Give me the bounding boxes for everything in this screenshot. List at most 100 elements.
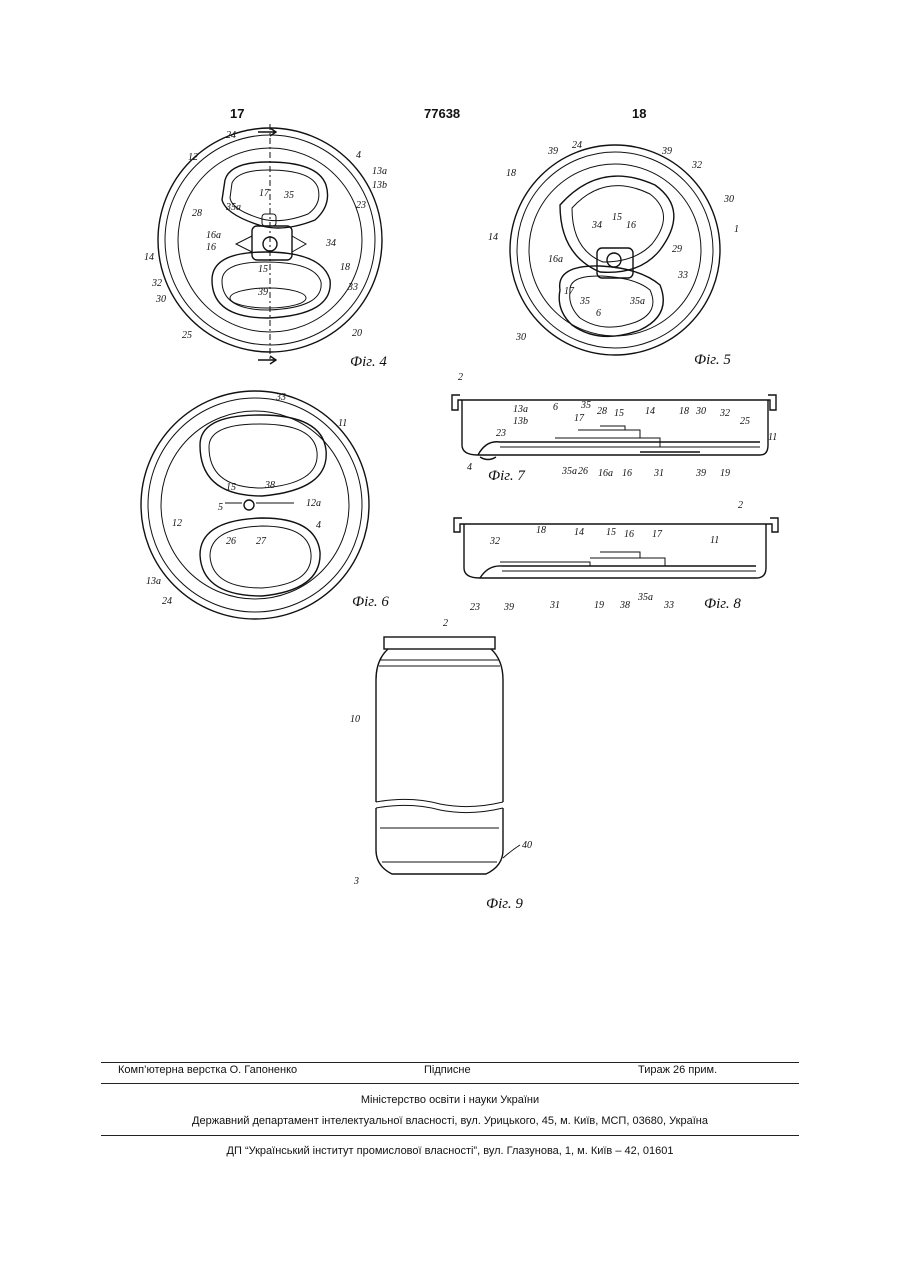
fig4-label: 20 bbox=[352, 328, 362, 339]
patent-drawings: 24 12 4 13а 13b 17 35 28 35а 23 16а 16 3… bbox=[0, 0, 901, 930]
fig5-label: 30 bbox=[723, 194, 734, 205]
fig8-label: 14 bbox=[574, 527, 584, 538]
fig5-label: 1 bbox=[734, 224, 739, 235]
fig6-label: 27 bbox=[256, 536, 267, 547]
fig7-label: 13b bbox=[513, 416, 528, 427]
fig6-label: 26 bbox=[226, 536, 236, 547]
fig7-label: 17 bbox=[574, 413, 585, 424]
fig7-label: 31 bbox=[653, 468, 664, 479]
fig7-label: 19 bbox=[720, 468, 730, 479]
fig8-caption: Фіг. 8 bbox=[704, 596, 741, 612]
fig5-label: 32 bbox=[691, 160, 702, 171]
ministry-line: Міністерство освіти і науки України bbox=[101, 1094, 799, 1106]
fig6-label: 5 bbox=[218, 502, 223, 513]
fig5-label: 35а bbox=[629, 296, 645, 307]
fig7-label: 23 bbox=[496, 428, 506, 439]
institute-line: ДП “Український інститут промислової вла… bbox=[101, 1145, 799, 1157]
fig8-label: 19 bbox=[594, 600, 604, 611]
fig5-label: 16а bbox=[548, 254, 563, 265]
fig4-label: 4 bbox=[356, 150, 361, 161]
fig5-label: 33 bbox=[677, 270, 688, 281]
fig4-label: 17 bbox=[259, 188, 270, 199]
fig6-caption: Фіг. 6 bbox=[352, 594, 389, 610]
fig5-label: 24 bbox=[572, 140, 582, 151]
fig4-caption: Фіг. 4 bbox=[350, 354, 387, 370]
figure-9 bbox=[376, 637, 520, 874]
fig5-label: 34 bbox=[591, 220, 602, 231]
fig7-label: 14 bbox=[645, 406, 655, 417]
fig4-label: 15 bbox=[258, 264, 268, 275]
fig9-label: 2 bbox=[443, 618, 448, 629]
fig4-label: 12 bbox=[188, 152, 198, 163]
fig6-label: 38 bbox=[264, 480, 275, 491]
fig4-label: 28 bbox=[192, 208, 202, 219]
fig4-label: 35а bbox=[225, 202, 241, 213]
fig4-label: 30 bbox=[155, 294, 166, 305]
typesetting-credit: Комп’ютерна верстка О. Гапоненко bbox=[118, 1064, 297, 1076]
fig5-label: 39 bbox=[661, 146, 672, 157]
fig4-label: 34 bbox=[325, 238, 336, 249]
fig7-caption: Фіг. 7 bbox=[488, 468, 526, 484]
figure-9-labels: 2 10 40 3 Фіг. 9 bbox=[350, 618, 532, 912]
fig9-label: 3 bbox=[353, 876, 359, 887]
fig6-label: 12а bbox=[306, 498, 321, 509]
fig5-label: 16 bbox=[626, 220, 636, 231]
fig5-label: 18 bbox=[506, 168, 516, 179]
fig9-caption: Фіг. 9 bbox=[486, 896, 523, 912]
fig7-label: 13а bbox=[513, 404, 528, 415]
fig7-label: 35а bbox=[561, 466, 577, 477]
fig7-label: 26 bbox=[578, 466, 588, 477]
figure-7-labels: 2 13а 13b 6 35 17 28 15 14 18 30 32 25 2… bbox=[458, 372, 777, 484]
fig9-label: 10 bbox=[350, 714, 360, 725]
figure-6-labels: 33 11 15 38 5 12а 12 26 27 4 13а 24 Фіг.… bbox=[146, 392, 389, 610]
fig7-label: 32 bbox=[719, 408, 730, 419]
fig7-label: 16 bbox=[622, 468, 632, 479]
fig4-label: 33 bbox=[347, 282, 358, 293]
fig8-label: 15 bbox=[606, 527, 616, 538]
footer-rule-bottom bbox=[101, 1135, 799, 1136]
fig6-label: 24 bbox=[162, 596, 172, 607]
fig6-label: 33 bbox=[275, 392, 286, 403]
fig8-label: 17 bbox=[652, 529, 663, 540]
fig8-label: 33 bbox=[663, 600, 674, 611]
fig4-label: 13b bbox=[372, 180, 387, 191]
fig7-label: 16а bbox=[598, 468, 613, 479]
fig9-label: 40 bbox=[522, 840, 532, 851]
signed-note: Підписне bbox=[424, 1064, 471, 1076]
fig7-label: 2 bbox=[458, 372, 463, 383]
fig4-label: 35 bbox=[283, 190, 294, 201]
fig8-label: 35а bbox=[637, 592, 653, 603]
footer-rule-top bbox=[101, 1062, 799, 1063]
fig8-label: 38 bbox=[619, 600, 630, 611]
fig5-caption: Фіг. 5 bbox=[694, 352, 731, 368]
fig7-label: 6 bbox=[553, 402, 558, 413]
fig4-label: 13а bbox=[372, 166, 387, 177]
fig4-label: 18 bbox=[340, 262, 350, 273]
fig4-label: 23 bbox=[356, 200, 366, 211]
figure-5 bbox=[510, 145, 720, 355]
fig4-label: 39 bbox=[257, 287, 268, 298]
fig6-label: 4 bbox=[316, 520, 321, 531]
fig5-label: 15 bbox=[612, 212, 622, 223]
fig5-label: 29 bbox=[672, 244, 682, 255]
fig6-label: 15 bbox=[226, 482, 236, 493]
fig4-label: 14 bbox=[144, 252, 154, 263]
fig8-label: 2 bbox=[738, 500, 743, 511]
fig5-label: 6 bbox=[596, 308, 601, 319]
fig6-label: 13а bbox=[146, 576, 161, 587]
fig7-label: 11 bbox=[768, 432, 777, 443]
figure-6 bbox=[141, 391, 369, 619]
fig8-label: 32 bbox=[489, 536, 500, 547]
fig4-label: 24 bbox=[226, 130, 236, 141]
fig5-label: 14 bbox=[488, 232, 498, 243]
fig7-label: 30 bbox=[695, 406, 706, 417]
fig4-label: 32 bbox=[151, 278, 162, 289]
fig8-label: 23 bbox=[470, 602, 480, 613]
fig5-label: 39 bbox=[547, 146, 558, 157]
fig8-label: 16 bbox=[624, 529, 634, 540]
fig7-label: 4 bbox=[467, 462, 472, 473]
fig8-label: 18 bbox=[536, 525, 546, 536]
fig7-label: 28 bbox=[597, 406, 607, 417]
fig6-label: 12 bbox=[172, 518, 182, 529]
fig7-label: 39 bbox=[695, 468, 706, 479]
